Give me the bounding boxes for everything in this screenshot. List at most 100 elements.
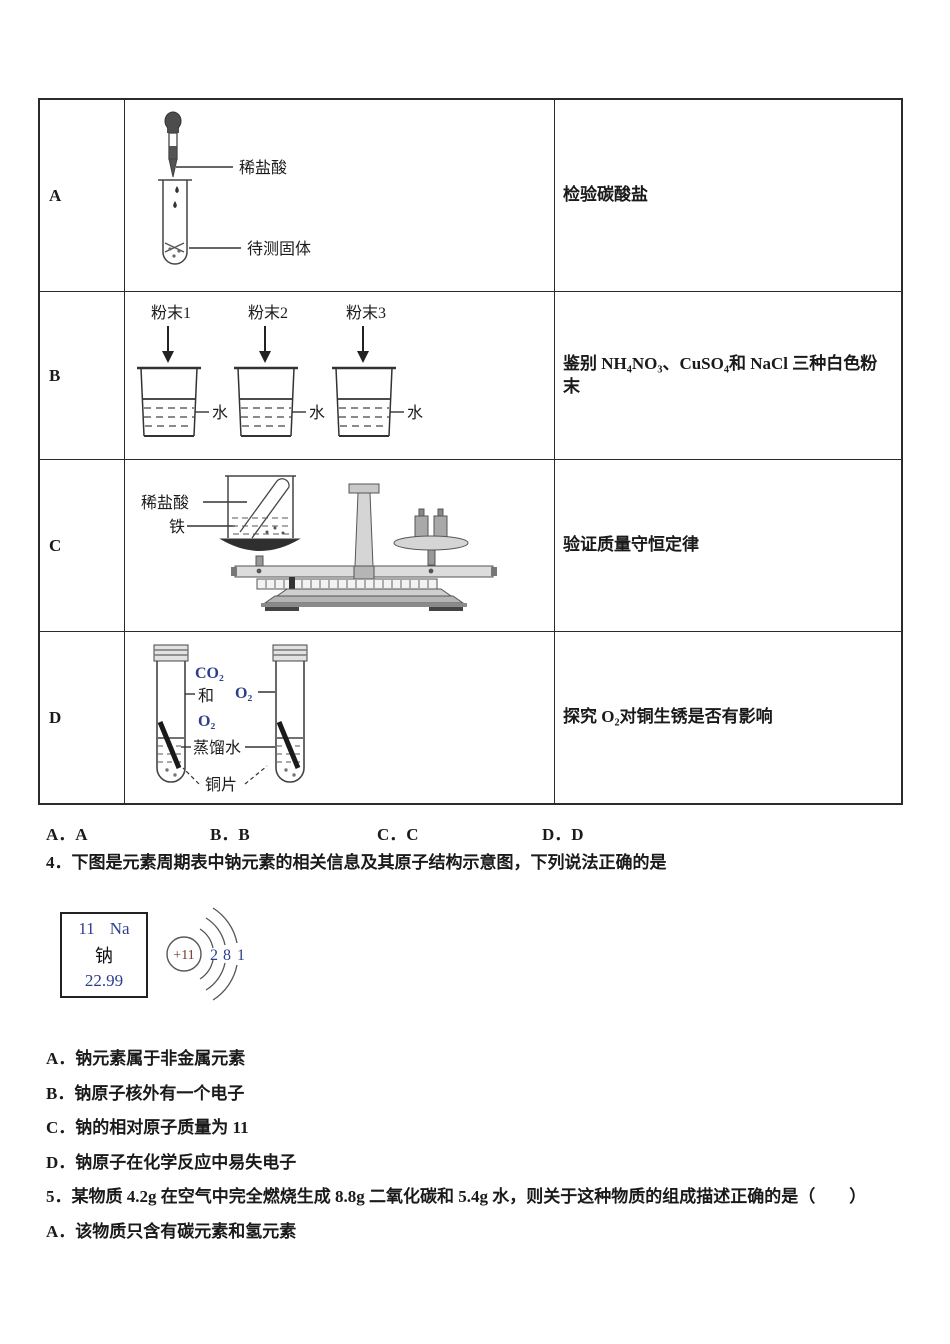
row-d-purpose: 探究 O₂对铜生锈是否有影响	[563, 707, 773, 727]
left-gas-and: 和	[198, 687, 214, 705]
shell-electrons-3: 1	[237, 947, 245, 964]
shell-arc	[205, 917, 226, 946]
shell-arc	[199, 959, 214, 980]
leader-dash	[244, 765, 268, 785]
q5-option-a: A．该物质只含有碳元素和氢元素	[46, 1222, 297, 1241]
right-testtube	[272, 644, 308, 783]
row-b-purpose: 鉴别 NH₄NO₃、CuSO₄和 NaCl 三种白色粉末	[563, 354, 878, 396]
row-c-diagram: 稀盐酸 铁	[125, 460, 555, 631]
element-symbol: Na	[109, 918, 130, 938]
nucleus-charge: +11	[173, 948, 194, 963]
tilted-tube-wall	[239, 480, 278, 533]
question5-stem: 5．某物质 4.2g 在空气中完全燃烧生成 8.8g 二氧化碳和 5.4g 水，…	[46, 1187, 867, 1206]
down-arrowhead	[357, 351, 369, 363]
q4-option-a: A．钠元素属于非金属元素	[46, 1049, 246, 1068]
solid-speck	[172, 254, 176, 258]
copper-label: 铜片	[205, 776, 237, 794]
two-testtubes-figure: CO₂ 和 O₂ O₂ 蒸馏水 铜片	[153, 644, 308, 794]
tilted-tube-cap	[276, 478, 290, 488]
dropper-label: 稀盐酸	[239, 159, 287, 177]
dropper-collar	[167, 128, 179, 133]
right-pan	[393, 535, 469, 551]
tilted-tube-wall	[251, 486, 290, 539]
foot	[429, 607, 463, 611]
stopper	[272, 644, 308, 662]
pivot	[256, 568, 262, 574]
q4-option-c: C．钠的相对原子质量为 11	[46, 1118, 249, 1137]
ruler-ticks	[265, 580, 429, 588]
stopper	[153, 644, 189, 662]
base-top	[275, 588, 453, 597]
weight-knob	[437, 508, 444, 517]
center-block	[353, 565, 375, 581]
speck	[292, 773, 296, 777]
beaker-wall	[290, 367, 295, 437]
beaker-group-3: 粉末3 水	[332, 304, 423, 437]
beam-end-screw	[231, 567, 237, 576]
water-label: 水	[309, 404, 325, 422]
testtube-body	[162, 180, 188, 265]
choice-b: B．B	[210, 825, 250, 844]
row-d-letter: D	[40, 632, 125, 803]
shell-arc	[212, 907, 238, 944]
table-row-c: C 稀盐酸 铁	[40, 460, 901, 632]
row-a-letter: A	[40, 100, 125, 291]
beaker-wall	[335, 367, 340, 437]
right-pan-post	[427, 549, 436, 566]
solid-label: 待测固体	[247, 240, 311, 258]
element-name: 钠	[95, 945, 113, 966]
table-row-b: B 粉末1	[40, 292, 901, 460]
beaker-wall	[193, 367, 198, 437]
dropper-testtube-figure: 稀盐酸 待测固体	[158, 111, 311, 265]
table-row-a: A 稀盐酸	[40, 100, 901, 292]
shell-arc	[199, 928, 214, 949]
iron-speck	[265, 530, 269, 534]
dropper-liquid	[169, 146, 177, 159]
down-arrowhead	[162, 351, 174, 363]
copper-strip	[157, 721, 182, 769]
left-gas-formula-o2: O₂	[198, 713, 215, 730]
beaker-wall	[140, 367, 145, 437]
left-gas-formula-co2: CO₂	[195, 665, 224, 682]
nucleus-circle	[166, 936, 202, 972]
beaker-group-2: 粉末2 水	[234, 304, 325, 437]
choice-c: C．C	[377, 825, 419, 844]
beam-end-screw	[491, 567, 497, 576]
copper-strip	[276, 721, 301, 769]
speck	[173, 773, 177, 777]
powder1-label: 粉末1	[151, 304, 191, 322]
solid-speck	[168, 247, 172, 251]
beaker-wall	[388, 367, 393, 437]
choice-d: D．D	[542, 825, 584, 844]
water-label: 水	[407, 404, 423, 422]
element-number-symbol: 11 Na	[62, 919, 146, 939]
right-gas-formula-o2: O₂	[235, 685, 252, 702]
tube-body	[156, 661, 186, 783]
speck	[165, 768, 169, 772]
choice-a: A．A	[46, 825, 88, 844]
three-beakers-figure: 粉末1 水	[137, 304, 423, 437]
pivot	[428, 568, 434, 574]
shell-arc	[205, 962, 226, 991]
iron-speck	[281, 531, 285, 535]
iron-speck	[273, 526, 277, 530]
drop-icon	[173, 201, 177, 208]
drop-icon	[175, 186, 179, 193]
acid-label: 稀盐酸	[141, 494, 189, 512]
tube-body	[275, 661, 305, 783]
dropper-tip	[168, 158, 178, 178]
solid-hatch	[164, 242, 185, 253]
down-arrowhead	[259, 351, 271, 363]
weight-knob	[418, 508, 425, 517]
column-top	[348, 483, 380, 494]
element-info-box: 11 Na 钠 22.99	[60, 912, 148, 998]
row-a-diagram: 稀盐酸 待测固体	[125, 100, 555, 291]
q4-option-d: D．钠原子在化学反应中易失电子	[46, 1153, 297, 1172]
atomic-structure-diagram: +11 2 8 1	[166, 907, 245, 1001]
powder2-label: 粉末2	[248, 304, 288, 322]
foot	[265, 607, 299, 611]
beaker-wall	[237, 367, 242, 437]
options-table: A 稀盐酸	[38, 98, 903, 805]
base-mid	[263, 595, 465, 604]
